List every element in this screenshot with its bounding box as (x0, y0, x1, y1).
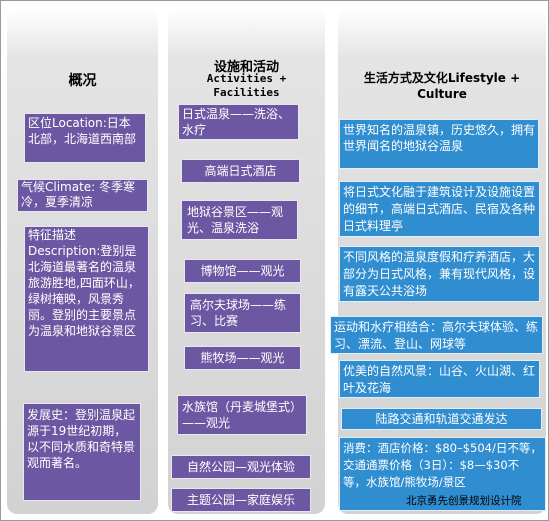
overview-title: 概况 (68, 73, 97, 89)
location-text: 区位Location:日本北部，北海道西南部 (28, 116, 137, 146)
facility-item-bear-ranch: 熊牧场——观光 (184, 346, 301, 370)
facility-item-hell-valley: 地狱谷景区——观光、温泉洗浴 (181, 200, 298, 240)
lifestyle-title: 生活方式及文化Lifestyle + Culture (363, 71, 521, 101)
history-box: 发展史：登别温泉起源于19世纪初期，以不同水质和奇特景观而著名。 (23, 403, 141, 501)
lifestyle-item-transport: 陆路交通和轨道交通发达 (341, 408, 542, 430)
description-box: 特征描述Description:登别是北海道最著名的温泉旅游胜地,四面环山，绿树… (24, 226, 149, 372)
lifestyle-item-nature: 优美的自然风景：山谷、火山湖、红叶及花海 (339, 360, 540, 398)
watermark: 北京勇先创景规划设计院 (406, 495, 522, 507)
facility-item-hotel: 高端日式酒店 (181, 159, 300, 183)
description-text: 特征描述Description:登别是北海道最著名的温泉旅游胜地,四面环山，绿树… (28, 228, 140, 338)
facility-item-aquarium: 水族馆（丹麦城堡式）——观光 (177, 395, 307, 435)
facility-item-golf: 高尔夫球场——练习、比赛 (184, 293, 301, 333)
location-box: 区位Location:日本北部，北海道西南部 (24, 113, 146, 163)
facilities-title-cn: 设施和活动 (213, 60, 279, 75)
facility-item-nature-park: 自然公园—观光体验 (171, 455, 311, 479)
climate-box: 气候Climate: 冬季寒冷，夏季清凉 (17, 179, 148, 212)
facility-item-theme-park: 主题公园—家庭娱乐 (171, 488, 311, 512)
facilities-title-en: Activities + Facilities (206, 72, 287, 99)
facility-item-museum: 博物馆——观光 (184, 259, 301, 283)
lifestyle-item-hot-spring-town: 世界知名的温泉镇，历史悠久，拥有世界闻名的地狱谷温泉 (339, 119, 539, 169)
climate-text: 气候Climate: 冬季寒冷，夏季清凉 (21, 180, 136, 209)
lifestyle-item-sports-spa: 运动和水疗相结合：高尔夫球体验、练习、漂流、登山、网球等 (330, 316, 543, 354)
lifestyle-item-resort-hotels: 不同风格的温泉度假和疗养酒店，大部分为日式风格，兼有现代风格，设有露天公共浴场 (339, 246, 540, 302)
lifestyle-item-japanese-culture: 将日式文化融于建筑设计及设施设置的细节，高端日式酒店、民宿及各种日式料理亭 (339, 181, 540, 237)
history-text: 发展史：登别温泉起源于19世纪初期，以不同水质和奇特景观而著名。 (27, 408, 136, 470)
lifestyle-item-consumption: 消费：酒店价格：$80–$504/日不等，交通通票价格（3日）：$8—$30不等… (339, 437, 546, 511)
facility-item-hot-spring: 日式温泉——洗浴、水疗 (178, 104, 299, 140)
